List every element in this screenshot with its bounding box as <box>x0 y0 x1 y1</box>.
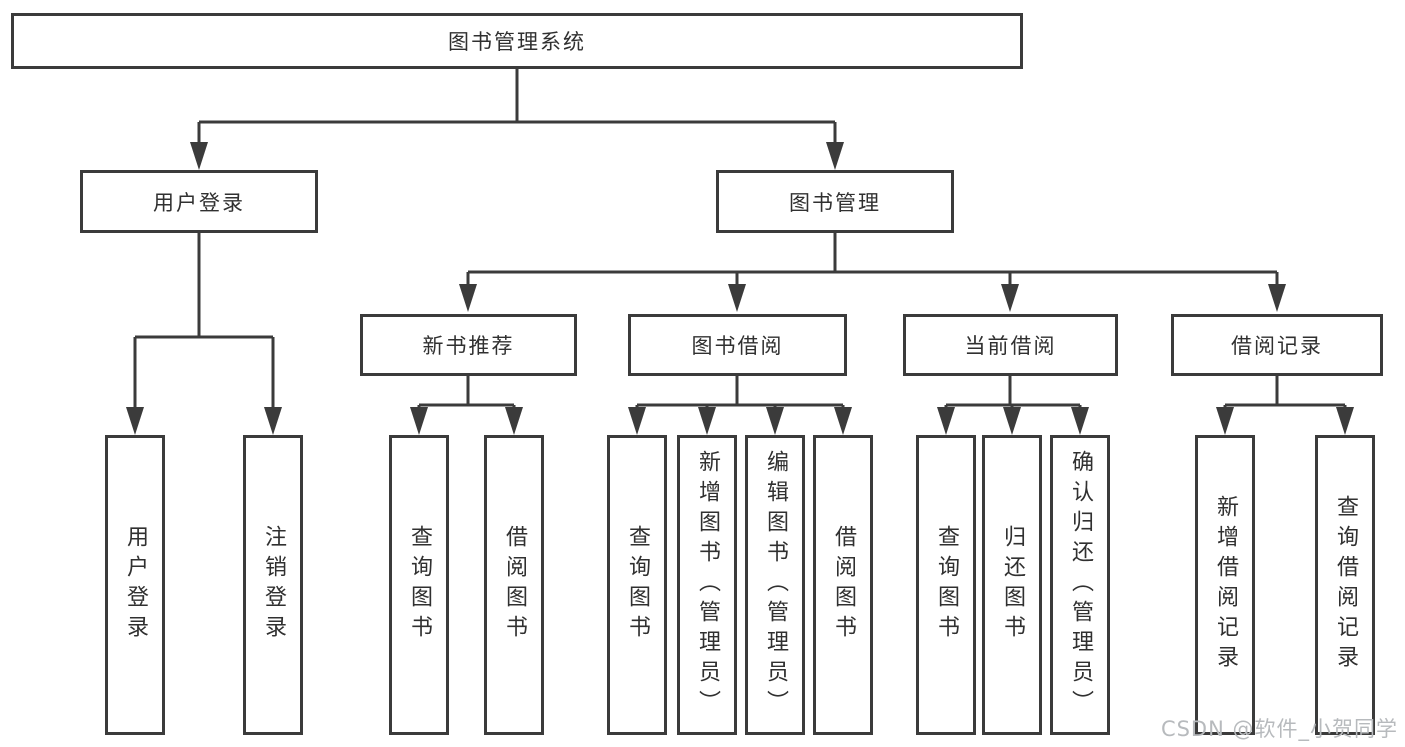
leaf-user-login: 用户登录 <box>105 435 165 735</box>
leaf-bb-add-books-admin: 新增图书（管理员） <box>677 435 737 735</box>
node-library-system: 图书管理系统 <box>11 13 1023 69</box>
leaf-br-add-record: 新增借阅记录 <box>1195 435 1255 735</box>
leaf-bb-borrow-books: 借阅图书 <box>813 435 873 735</box>
leaf-cb-return-books: 归还图书 <box>982 435 1042 735</box>
arrowheads <box>126 142 1354 435</box>
node-borrow-records: 借阅记录 <box>1171 314 1383 376</box>
leaf-bb-query-books: 查询图书 <box>607 435 667 735</box>
leaf-cb-query-books: 查询图书 <box>916 435 976 735</box>
node-book-borrow: 图书借阅 <box>628 314 847 376</box>
node-user-login: 用户登录 <box>80 170 318 233</box>
leaf-cb-confirm-return-admin: 确认归还（管理员） <box>1050 435 1110 735</box>
node-book-management: 图书管理 <box>716 170 954 233</box>
leaf-br-query-record: 查询借阅记录 <box>1315 435 1375 735</box>
node-current-borrow: 当前借阅 <box>903 314 1118 376</box>
leaf-rec-query-books: 查询图书 <box>389 435 449 735</box>
leaf-bb-edit-books-admin: 编辑图书（管理员） <box>745 435 805 735</box>
leaf-rec-borrow-books: 借阅图书 <box>484 435 544 735</box>
leaf-logout: 注销登录 <box>243 435 303 735</box>
node-new-book-recommend: 新书推荐 <box>360 314 577 376</box>
csdn-watermark: CSDN @软件_小贺同学 <box>1160 717 1398 741</box>
